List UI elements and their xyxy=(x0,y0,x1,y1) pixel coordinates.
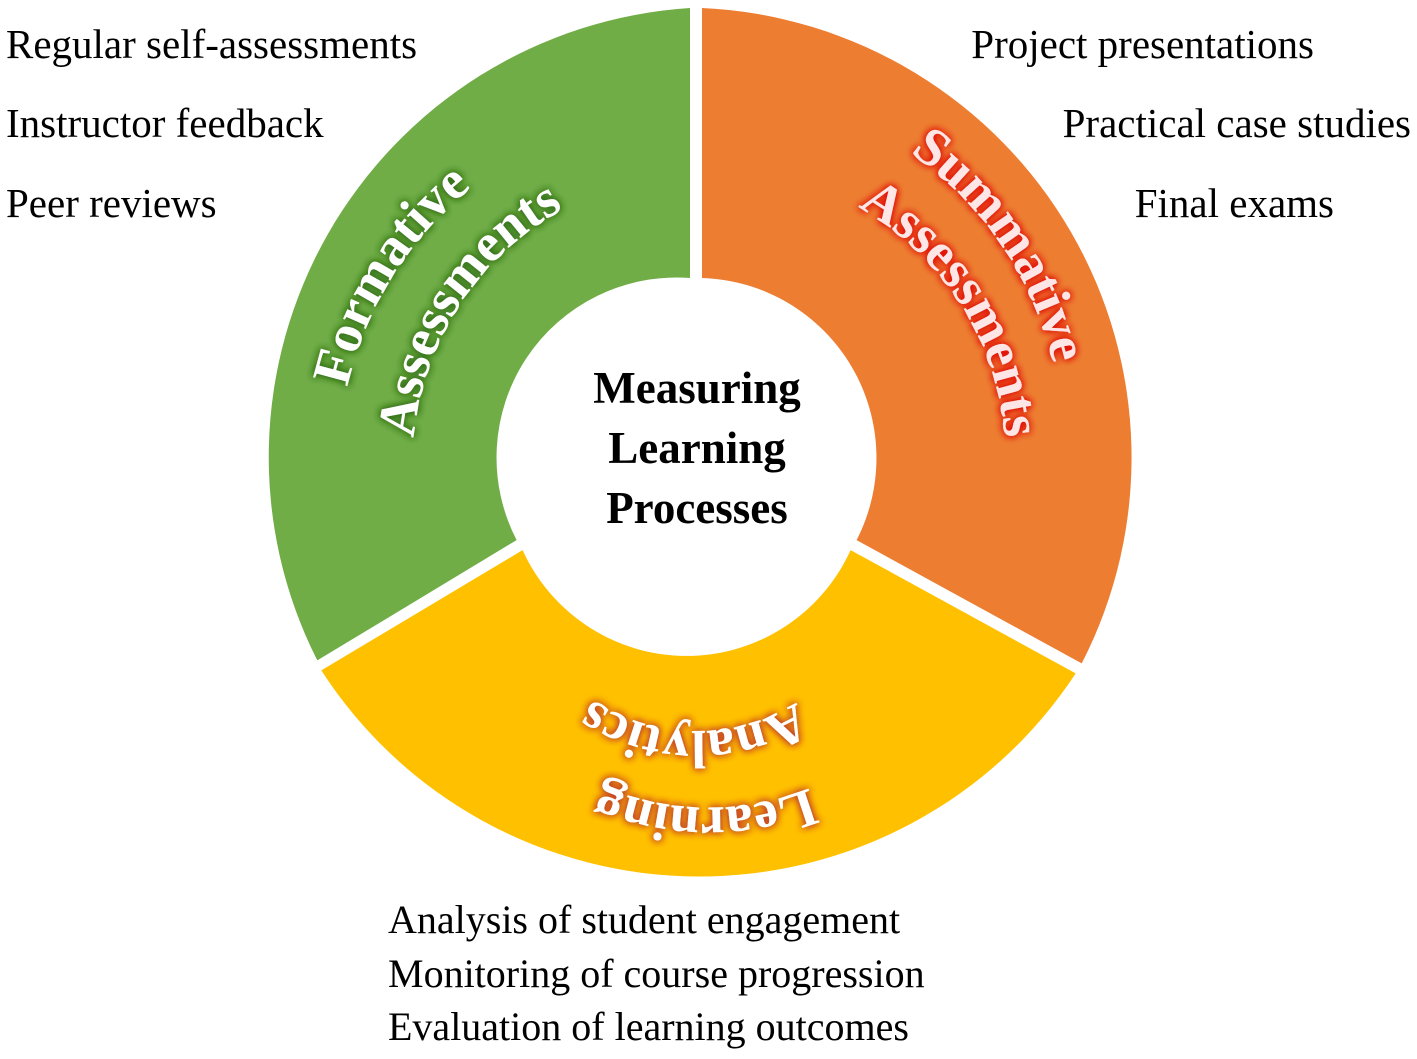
analytics-item: Analysis of student engagement xyxy=(388,897,901,942)
formative-item: Regular self-assessments xyxy=(6,21,418,67)
center-title-line1: Measuring xyxy=(593,363,801,413)
analytics-segment[interactable] xyxy=(321,550,1076,877)
formative-segment[interactable] xyxy=(268,8,690,661)
analytics-item: Monitoring of course progression xyxy=(388,951,925,996)
formative-item: Instructor feedback xyxy=(6,100,324,146)
summative-item: Project presentations xyxy=(971,21,1314,67)
summative-item: Final exams xyxy=(1134,180,1334,226)
formative-item: Peer reviews xyxy=(6,180,217,226)
center-title-line2: Learning xyxy=(608,423,786,473)
analytics-item: Evaluation of learning outcomes xyxy=(388,1004,909,1049)
summative-item: Practical case studies xyxy=(1062,100,1411,146)
center-title-line3: Processes xyxy=(606,483,788,533)
summative-segment[interactable] xyxy=(702,8,1132,664)
